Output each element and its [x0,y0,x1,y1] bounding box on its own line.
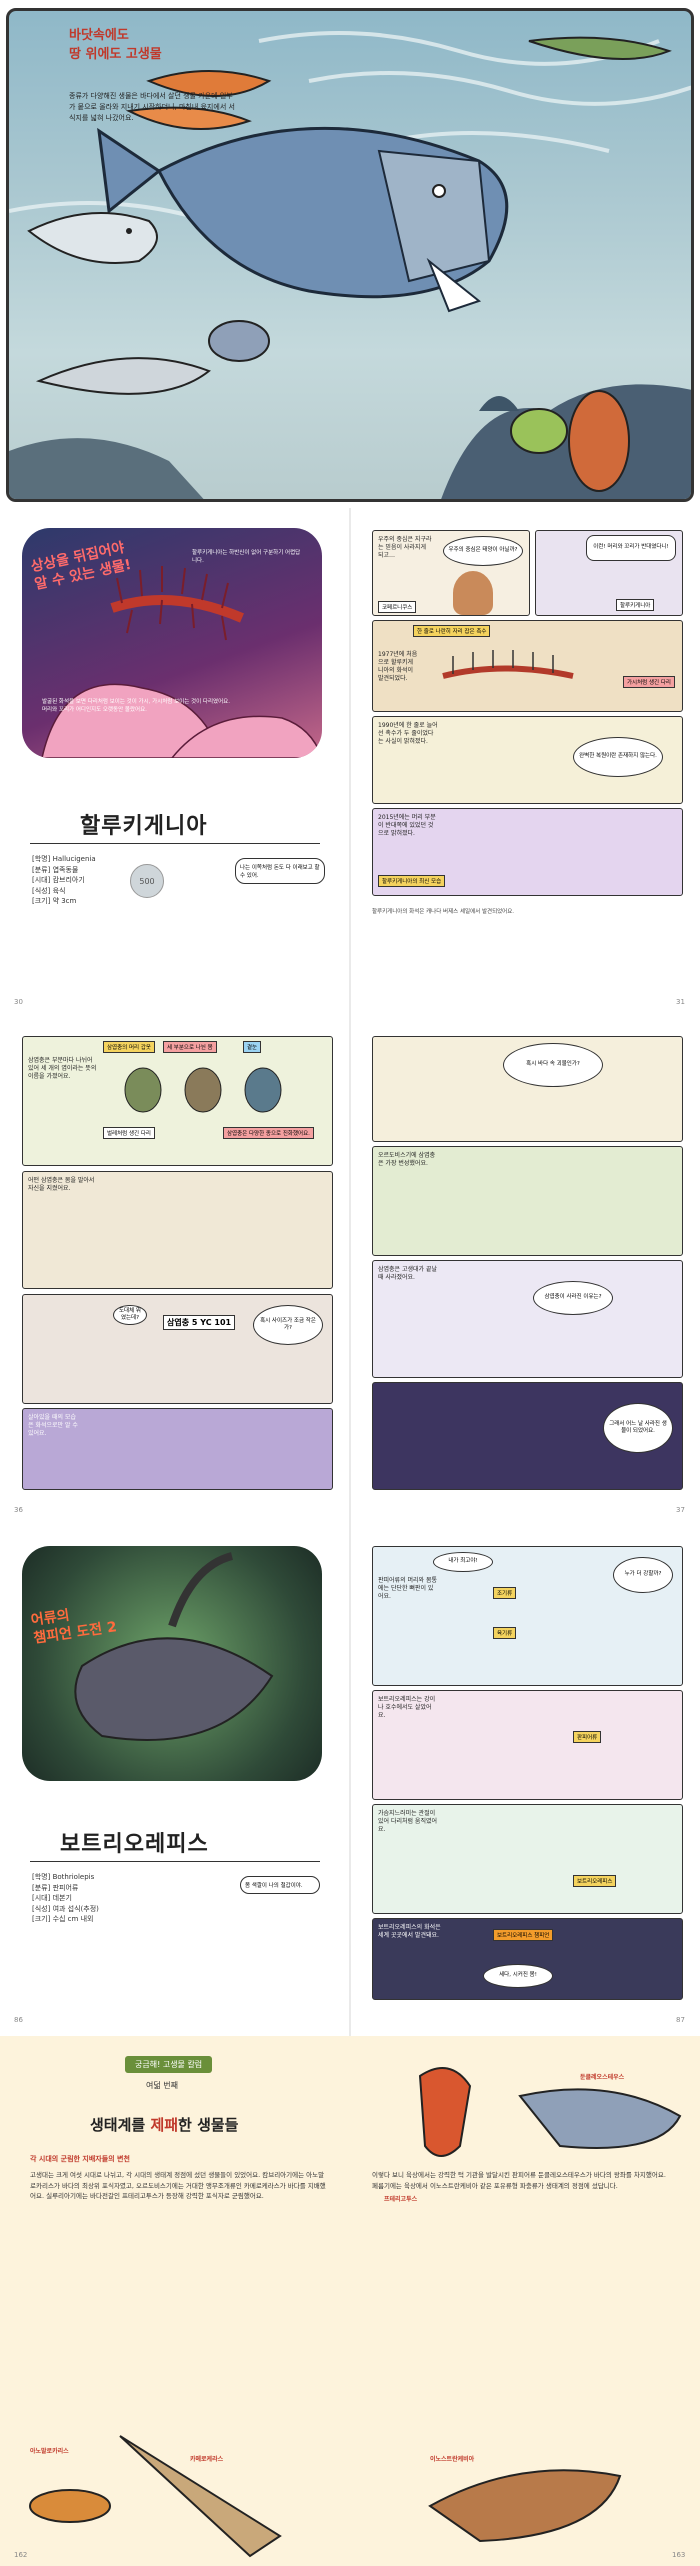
hallucigenia-card: 상상을 뒤집어야 알 수 있는 생물! 할루키게니아는 하반신이 없어 구분하기… [22,528,322,758]
gutter [349,1016,351,1526]
illustration-frame: 바닷속에도 땅 위에도 고생물 종류가 다양해진 생물은 바다에서 살던 생물 … [6,8,694,502]
column-body-right: 이렇다 보니 육상에서는 강력한 턱 기관을 발달시킨 판피어류 둔클레오스테우… [372,2171,666,2190]
inostrancevia-icon [428,2469,622,2543]
trilobite-panel-4: 살아있을 때의 모습은 화석으로만 알 수 있어요. [22,1408,333,1490]
label-anomalocaris: 아노말로카리스 [30,2448,69,2455]
page-number-left: 162 [14,2551,28,2559]
page-number-right: 31 [676,998,685,1006]
info-list: [학명] Hallucigenia[분류] 엽족동물 [시대] 캄브리아기[식성… [32,855,96,905]
column-tag: 궁금해! 고생물 칼럼 [125,2056,213,2073]
sea-scorpion-icon [510,390,630,492]
dunkleosteus-icon [518,2088,682,2149]
speech-bubble: 나는 이쪽처럼 돈도 다 이래보고 할 수 있어. [235,858,325,884]
pterygotus-icon [418,2067,472,2157]
side-caption: 할루키게니아는 하반신이 없어 구분하기 어렵답니다. [192,550,301,564]
label-pterygotus: 프테리고투스 [384,2196,418,2203]
bullet-list: 발굴된 화석을 보면 다리처럼 보이는 것이 가시, 가시처럼 보이는 것이 다… [42,699,230,714]
trilobite-panel-3: 도대체 뭐였는데? 삼엽충 5 YC 101 혹시 사이즈가 조금 작은가? [22,1294,333,1404]
shark-icon [27,212,158,264]
page-number-left: 36 [14,1506,23,1514]
column-red-heading: 각 시대의 군림한 지배자들의 변천 [30,2155,130,2163]
comic-panel-3: 한 줄로 나란히 자리 잡은 촉수 1977년에 처음으로 할루키게니아의 화석… [372,620,683,712]
column-subtag: 여덟 번째 [146,2081,178,2090]
spread-paleozoic-sea: 바닷속에도 땅 위에도 고생물 종류가 다양해진 생물은 바다에서 살던 생물 … [0,0,700,508]
anomalocaris-icon [29,2489,111,2523]
comic-panel-5: 2015년에는 머리 부분이 반대쪽에 있었던 것으로 밝혀졌다. 할루키게니아… [372,808,683,896]
creature-name: 할루키게니아 [80,814,208,839]
dunkleosteus-icon [97,126,509,313]
trilobite-panel-1: 삼엽충의 머리 갑옷 세 부분으로 나뉜 몸 곁눈 삼엽충은 부분마다 나뉘어 … [22,1036,333,1166]
trilobite-icons [124,1067,282,1113]
divider [30,843,320,844]
bottom-note: 할루키게니아의 화석은 캐나다 버제스 셰일에서 발견되었어요. [372,909,515,915]
speech-bubble: 몸 색깔이 나의 철갑이야. [240,1876,320,1894]
spread1-title: 바닷속에도 땅 위에도 고생물 [69,28,162,62]
trilobite-icon [208,320,270,362]
gutter [349,508,351,1016]
cameroceras-icon [119,2435,282,2558]
label-inostrancevia: 이노스트란케비아 [430,2456,475,2463]
gray-fish-icon [35,357,212,395]
column-body-left: 고생대는 크게 여섯 시대로 나뉘고, 각 시대의 생태계 정점에 섰던 생물들… [30,2171,326,2201]
fish-panel-4: 보트리오레피스의 화석은 세계 곳곳에서 발견돼요. 보트리오레피스 챔피언 세… [372,1918,683,2000]
orange-fish-icon [125,70,272,130]
hallucigenia-icon [442,650,574,679]
spread-bothriolepis: 어류의 챔피언 도전 2 보트리오레피스 [학명] Bothriolepis[분… [0,1526,700,2036]
label-dunkleosteus: 둔클레오스테우스 [580,2074,625,2081]
page-number-left: 86 [14,2016,23,2024]
trilobite-panel-8: 그래서 어느 날 사라진 생물이 되었어요. [372,1382,683,1490]
trilobite-panel-7: 삼엽충은 고생대가 끝날 때 사라졌어요. 삼엽충이 사라진 이유는? [372,1260,683,1378]
amphibian-icon [528,36,672,60]
sea-illustration [9,31,691,499]
trilobite-panel-5: 혹시 바다 속 괴물인가? [372,1036,683,1142]
spread-hallucigenia: 상상을 뒤집어야 알 수 있는 생물! 할루키게니아는 하반신이 없어 구분하기… [0,508,700,1016]
page-number-left: 30 [14,998,23,1006]
copernicus-icon [453,571,493,615]
fish-panel-2: 보트리오레피스는 강이나 호수에서도 살았어요. 판피어류 [372,1690,683,1800]
bothriolepis-card: 어류의 챔피언 도전 2 [22,1546,322,1781]
trilobite-panel-2: 어떤 삼엽충은 몸을 말아서 자신을 지켰어요. [22,1171,333,1289]
label-cameroceras: 카메로케라스 [190,2456,224,2463]
spread-column: 궁금해! 고생물 칼럼 여덟 번째 생태계를 제패한 생물들 각 시대의 군림한… [0,2036,700,2566]
trilobite-panel-6: 오르도비스기에 삼엽충은 가장 번성했어요. [372,1146,683,1256]
comic-panel-2: 이런! 머리와 꼬리가 반대였다니! 할루키게니아 [535,530,683,616]
spread-trilobites: 삼엽충의 머리 갑옷 세 부분으로 나뉜 몸 곁눈 삼엽충은 부분마다 나뉘어 … [0,1016,700,1526]
info-list: [학명] Bothriolepis[분류] 판피어류 [시대] 데본기[식성] … [32,1873,99,1923]
column-illustrations [29,2067,682,2558]
page-number-right: 163 [672,2551,686,2559]
page-number-right: 87 [676,2016,685,2024]
gutter [349,1526,351,2036]
divider [30,1861,320,1862]
fish-panel-3: 가슴지느러미는 관절이 있어 다리처럼 움직였어요. 보트리오레피스 [372,1804,683,1914]
comic-panel-1: 우주의 중심은 지구라는 믿음이 사라지게 되고… 우주의 중심은 태양이 아닐… [372,530,530,616]
coin-icon: 500 [130,864,164,898]
creature-name: 보트리오레피스 [60,1832,209,1857]
fish-panel-1: 내가 최고야! 판피어류의 머리와 몸통에는 단단한 뼈판이 있어요. 조기류 … [372,1546,683,1686]
spread1-body: 종류가 다양해진 생물은 바다에서 살던 생물 가운데 일부가 뭍으로 올라와 … [69,92,235,123]
hallucigenia-illustration [41,566,322,758]
page-number-right: 37 [676,1506,685,1514]
comic-panel-4: 1990년에 한 줄로 늘어선 촉수가 두 줄이었다는 사실이 밝혀졌다. 완벽… [372,716,683,804]
column-title: 생태계를 제패한 생물들 [90,2116,239,2134]
bothriolepis-illustration [74,1552,274,1741]
